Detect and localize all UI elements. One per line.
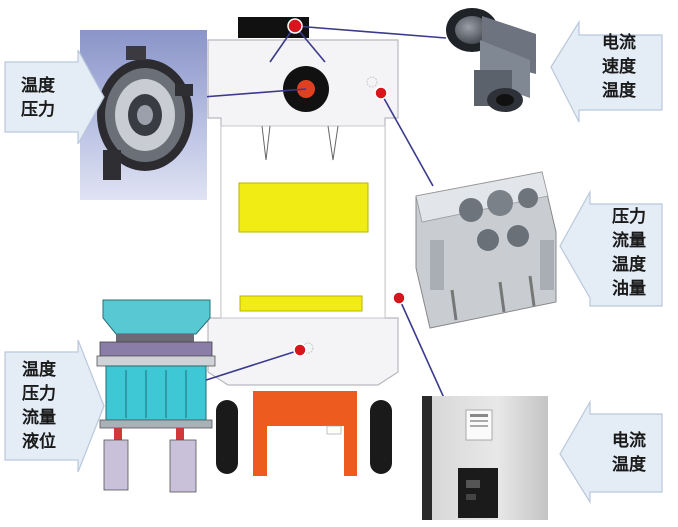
- callout-text: 压力: [612, 206, 646, 227]
- arrow-left-callout: [559, 189, 663, 307]
- callout-text: 流量: [612, 230, 646, 251]
- gearbox-image: [415, 171, 557, 329]
- callout-text: 温度: [602, 80, 637, 101]
- callout-motor: 电流 速度 温度: [550, 19, 663, 123]
- arrow-left-callout: [559, 399, 663, 505]
- upper-die: [238, 182, 369, 233]
- leader-lines: [189, 25, 447, 399]
- callout-text: 电流: [612, 430, 646, 451]
- callout-gearbox: 压力 流量 温度 油量: [559, 189, 663, 307]
- sensor-dot: [374, 86, 388, 100]
- callout-text: 温度: [612, 254, 647, 275]
- callout-text: 速度: [602, 56, 637, 77]
- sensor-dot: [392, 291, 406, 305]
- sensor-dot: [293, 343, 307, 357]
- callout-text: 液位: [22, 431, 56, 452]
- clutch-image: [80, 30, 207, 200]
- guide-right: [327, 125, 339, 161]
- wheel-left: [216, 400, 238, 474]
- arrow-right-callout: [4, 339, 105, 473]
- sensor-dot: [287, 18, 303, 34]
- callout-text: 温度: [22, 359, 57, 380]
- callout-text: 温度: [612, 454, 647, 475]
- callout-text: 油量: [612, 278, 646, 299]
- cabinet-image: [422, 396, 548, 520]
- press-machine: [207, 17, 399, 476]
- wheel-right: [370, 400, 392, 474]
- motor-image: [446, 8, 536, 112]
- callout-clutch: 温度 压力: [4, 49, 105, 145]
- callout-text: 电流: [602, 32, 636, 53]
- callout-text: 压力: [22, 383, 56, 404]
- cushion-image: [96, 299, 216, 493]
- callout-text: 压力: [21, 99, 55, 120]
- arrow-right-callout: [4, 49, 105, 145]
- guide-left: [261, 125, 271, 161]
- callout-text: 温度: [21, 75, 56, 96]
- callout-cushion: 温度 压力 流量 液位: [4, 339, 105, 473]
- callout-text: 流量: [22, 407, 56, 428]
- arrow-left-callout: [550, 19, 663, 123]
- callout-cabinet: 电流 温度: [559, 399, 663, 505]
- lower-die: [239, 295, 363, 312]
- sensor-points: [287, 18, 406, 357]
